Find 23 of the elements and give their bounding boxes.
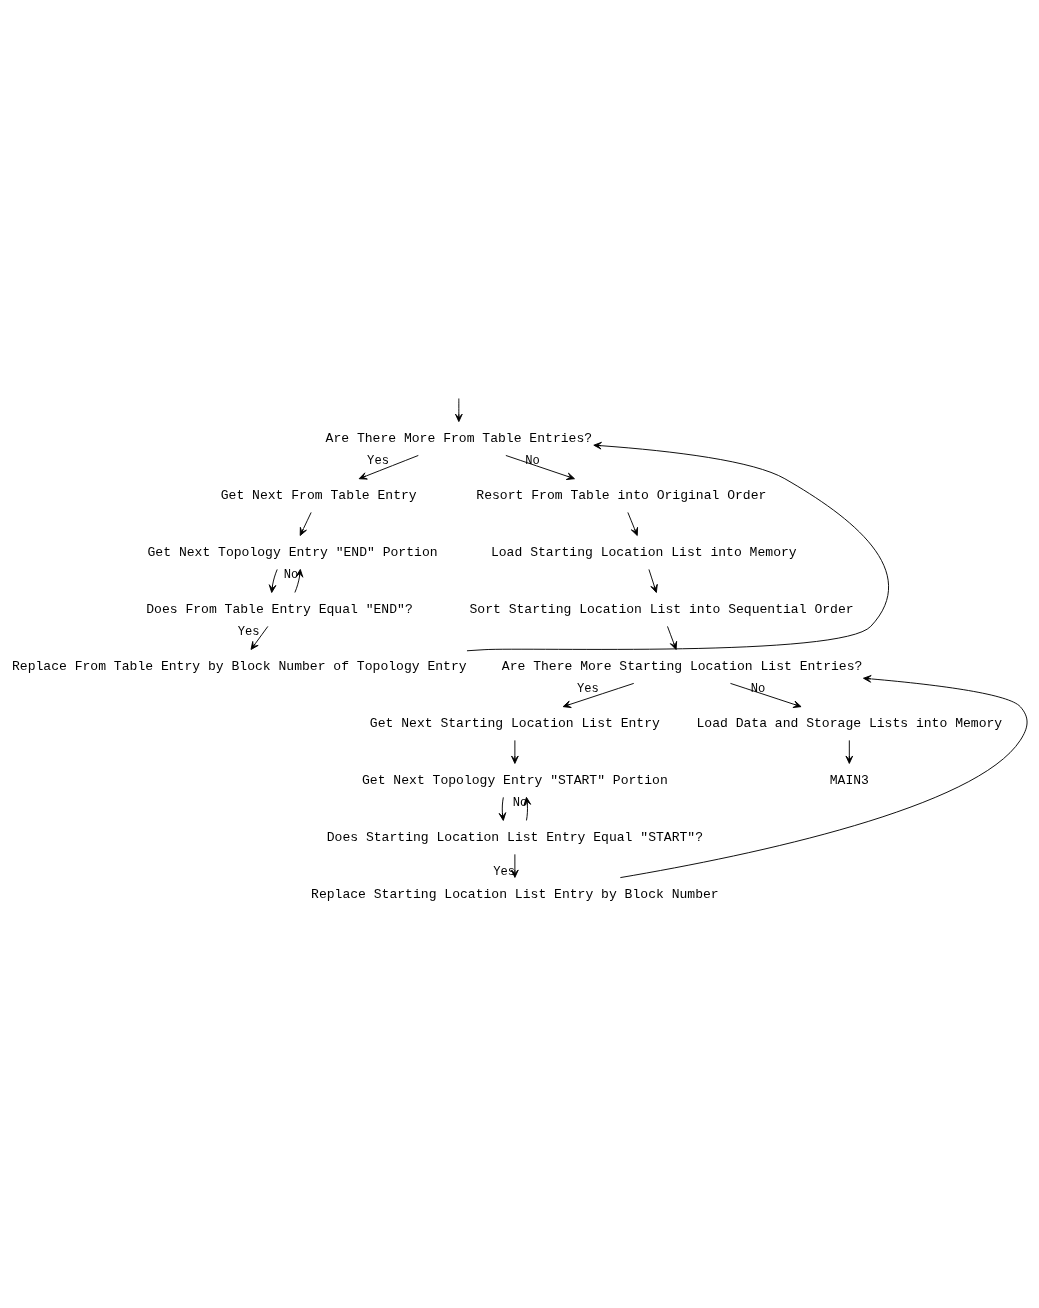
node-text: Resort From Table into Original Order xyxy=(476,487,767,503)
edge-label: Yes xyxy=(237,624,260,639)
node-text: Replace From Table Entry by Block Number of Topology Entry xyxy=(11,658,467,674)
node-text: Load Starting Location List into Memory xyxy=(490,544,797,560)
edge-label: Yes xyxy=(577,681,599,696)
edge-label: No xyxy=(750,681,766,696)
edge-label: Yes xyxy=(493,864,516,879)
node-text: Get Next Topology Entry "END" Portion xyxy=(147,544,438,560)
node-text: Get Next From Table Entry xyxy=(220,487,417,503)
edge-label: No xyxy=(525,453,540,468)
edge-label: Yes xyxy=(367,453,389,468)
node-text: Are There More Starting Location List Entries? xyxy=(501,658,863,674)
node-text: MAIN3 xyxy=(829,772,869,788)
node-text: Does Starting Location List Entry Equal "START"? xyxy=(326,829,704,845)
node-text: Get Next Topology Entry "START" Portion xyxy=(362,772,668,788)
node-text: Does From Table Entry Equal "END"? xyxy=(146,601,413,617)
edge-label: No xyxy=(512,795,528,810)
node-text: Are There More From Table Entries? xyxy=(325,430,593,446)
edge-label: No xyxy=(283,567,299,582)
node-text: Get Next Starting Location List Entry xyxy=(369,715,660,731)
node-text: Load Data and Storage Lists into Memory xyxy=(696,715,1003,731)
node-text: Replace Starting Location List Entry by Block Number xyxy=(311,886,719,902)
node-text: Sort Starting Location List into Sequential Order xyxy=(469,601,854,617)
